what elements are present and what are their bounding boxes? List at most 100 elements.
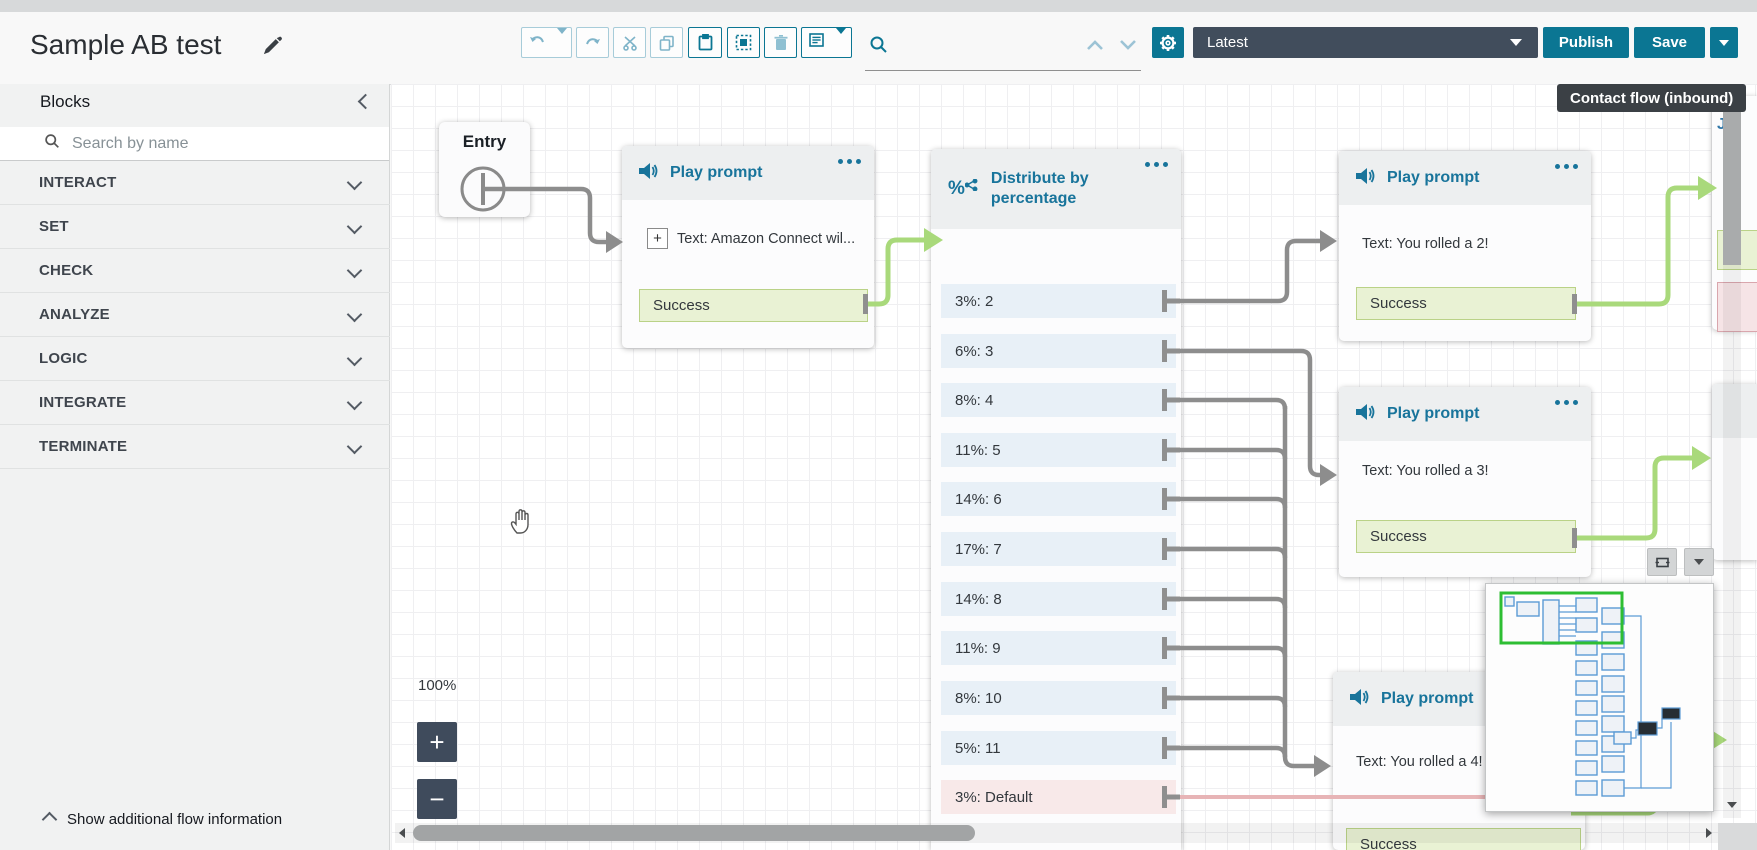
success-branch[interactable]: Success bbox=[639, 289, 868, 322]
minimap-menu-button[interactable] bbox=[1684, 548, 1714, 576]
zoom-in-button[interactable]: + bbox=[417, 722, 457, 762]
show-flow-info-toggle[interactable]: Show additional flow information bbox=[41, 811, 282, 828]
search-icon bbox=[869, 35, 888, 59]
sidebar-item-analyze[interactable]: ANALYZE bbox=[0, 293, 390, 337]
chevron-down-icon bbox=[346, 218, 363, 235]
chevron-down-icon bbox=[346, 438, 363, 455]
entry-block[interactable]: Entry bbox=[439, 122, 530, 217]
flow-canvas[interactable]: Entry Play prompt + Text: Amazon Connect… bbox=[391, 84, 1757, 850]
percentage-branch[interactable]: 5%: 11 bbox=[941, 731, 1176, 765]
sidebar-title: Blocks bbox=[40, 92, 91, 111]
percentage-branch[interactable]: 11%: 9 bbox=[941, 631, 1176, 665]
sidebar-item-interact[interactable]: INTERACT bbox=[0, 161, 390, 205]
version-selector[interactable]: Latest bbox=[1193, 27, 1538, 58]
minimap-viewport[interactable] bbox=[1499, 591, 1624, 645]
chevron-down-icon bbox=[1694, 559, 1704, 565]
search-icon bbox=[44, 133, 60, 154]
select-all-button[interactable] bbox=[727, 27, 760, 58]
success-branch[interactable]: Success bbox=[1356, 520, 1576, 553]
block-title: Distribute by percentage bbox=[990, 170, 1089, 207]
settings-button[interactable] bbox=[1152, 27, 1184, 58]
block-header: Play prompt bbox=[622, 146, 874, 200]
play-prompt-block-2[interactable]: Play prompt Text: You rolled a 2! Succes… bbox=[1339, 151, 1591, 341]
entry-label: Entry bbox=[462, 132, 507, 151]
flow-type-badge: Contact flow (inbound) bbox=[1557, 84, 1747, 112]
fit-to-view-button[interactable] bbox=[1647, 548, 1677, 576]
block-menu-icon[interactable] bbox=[1555, 164, 1578, 169]
blocks-sidebar: Blocks INTERACT SET CHECK ANALYZE LOGIC … bbox=[0, 84, 390, 850]
copy-button[interactable] bbox=[650, 27, 683, 58]
block-header: % Distribute by percentage bbox=[931, 149, 1181, 229]
percentage-branch[interactable]: 14%: 8 bbox=[941, 582, 1176, 616]
find-previous-icon[interactable] bbox=[1085, 38, 1105, 56]
percentage-branch[interactable]: 14%: 6 bbox=[941, 482, 1176, 516]
save-button[interactable]: Save bbox=[1634, 27, 1705, 58]
notes-menu-icon[interactable] bbox=[831, 27, 851, 52]
percentage-branch[interactable]: 3%: 2 bbox=[941, 284, 1176, 318]
scroll-left-button[interactable] bbox=[395, 823, 409, 843]
success-branch[interactable]: Success bbox=[1356, 287, 1576, 320]
speaker-icon bbox=[1356, 403, 1376, 426]
block-menu-icon[interactable] bbox=[1555, 400, 1578, 405]
top-toolbar: Sample AB test bbox=[0, 12, 1757, 85]
edge-error-sliver bbox=[1717, 282, 1757, 332]
undo-button[interactable] bbox=[521, 27, 572, 58]
speaker-icon bbox=[639, 162, 659, 185]
publish-button[interactable]: Publish bbox=[1543, 27, 1629, 58]
horizontal-scrollbar-thumb[interactable] bbox=[413, 825, 975, 841]
edit-title-icon[interactable] bbox=[262, 36, 282, 61]
undo-history-icon[interactable] bbox=[552, 27, 572, 52]
scroll-down-button[interactable] bbox=[1723, 796, 1741, 814]
block-menu-icon[interactable] bbox=[1145, 162, 1168, 167]
percentage-branch[interactable]: 17%: 7 bbox=[941, 532, 1176, 566]
block-header: Play prompt bbox=[1339, 387, 1591, 441]
speaker-icon bbox=[1350, 688, 1370, 711]
sidebar-item-set[interactable]: SET bbox=[0, 205, 390, 249]
search-underline bbox=[865, 70, 1141, 71]
annotations-button[interactable] bbox=[801, 27, 852, 58]
add-icon[interactable]: + bbox=[647, 228, 668, 249]
save-menu-button[interactable] bbox=[1710, 27, 1738, 58]
block-search-row bbox=[0, 127, 389, 161]
zoom-out-button[interactable]: − bbox=[417, 779, 457, 819]
page-title: Sample AB test bbox=[30, 29, 222, 60]
block-title: Play prompt bbox=[670, 164, 763, 181]
cut-button[interactable] bbox=[613, 27, 646, 58]
distribute-by-percentage-block[interactable]: % Distribute by percentage 3%: 2 6%: 3 8… bbox=[931, 149, 1181, 850]
default-branch[interactable]: 3%: Default bbox=[941, 780, 1176, 814]
speaker-icon bbox=[1356, 167, 1376, 190]
block-header: Play prompt bbox=[1339, 151, 1591, 205]
chevron-down-icon bbox=[1510, 39, 1522, 46]
sidebar-item-logic[interactable]: LOGIC bbox=[0, 337, 390, 381]
success-branch[interactable]: Success bbox=[1346, 828, 1581, 850]
play-prompt-block-3[interactable]: Play prompt Text: You rolled a 3! Succes… bbox=[1339, 387, 1591, 577]
vertical-scrollbar-track[interactable] bbox=[1723, 84, 1741, 818]
undo-icon bbox=[522, 34, 552, 52]
block-title: Play prompt bbox=[1381, 690, 1474, 707]
scroll-right-button[interactable] bbox=[1701, 823, 1717, 843]
collapse-sidebar-icon[interactable] bbox=[357, 93, 374, 110]
minimap[interactable] bbox=[1485, 583, 1714, 812]
block-menu-icon[interactable] bbox=[838, 159, 861, 164]
browser-strip bbox=[0, 0, 1757, 12]
find-next-icon[interactable] bbox=[1118, 38, 1138, 56]
sidebar-item-check[interactable]: CHECK bbox=[0, 249, 390, 293]
vertical-scrollbar-thumb[interactable] bbox=[1723, 112, 1741, 265]
block-title: Play prompt bbox=[1387, 405, 1480, 422]
chevron-up-icon bbox=[41, 811, 58, 828]
sidebar-item-integrate[interactable]: INTEGRATE bbox=[0, 381, 390, 425]
percentage-branch[interactable]: 6%: 3 bbox=[941, 334, 1176, 368]
play-prompt-block-1[interactable]: Play prompt + Text: Amazon Connect wil..… bbox=[622, 146, 874, 348]
scrollbar-corner bbox=[1718, 823, 1757, 850]
percentage-branch[interactable]: 8%: 10 bbox=[941, 681, 1176, 715]
block-search-input[interactable] bbox=[70, 133, 354, 154]
redo-button[interactable] bbox=[576, 27, 609, 58]
block-title: Play prompt bbox=[1387, 169, 1480, 186]
chevron-down-icon bbox=[346, 262, 363, 279]
delete-button[interactable] bbox=[764, 27, 797, 58]
chevron-down-icon bbox=[346, 174, 363, 191]
percentage-branch[interactable]: 11%: 5 bbox=[941, 433, 1176, 467]
paste-button[interactable] bbox=[688, 27, 722, 58]
percentage-branch[interactable]: 8%: 4 bbox=[941, 383, 1176, 417]
sidebar-item-terminate[interactable]: TERMINATE bbox=[0, 425, 390, 469]
